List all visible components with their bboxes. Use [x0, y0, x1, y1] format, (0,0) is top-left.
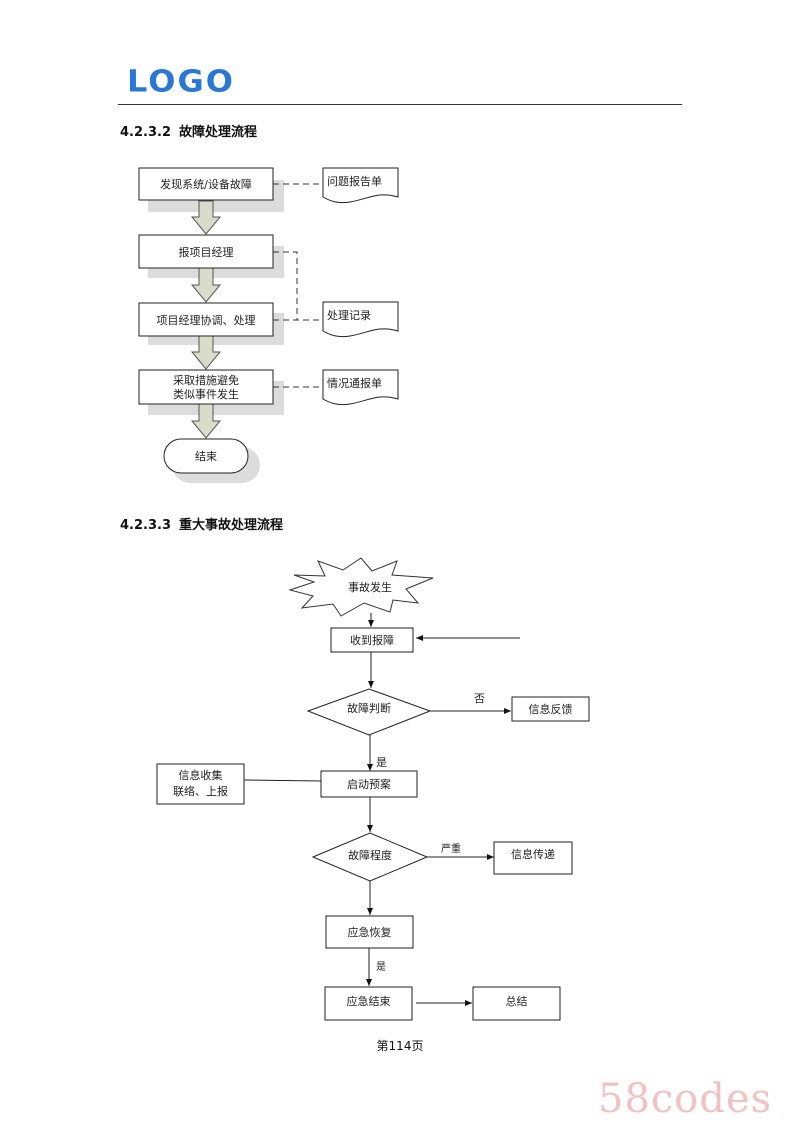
summary-label: 总结: [505, 995, 528, 1008]
section-heading: 重大事故处理流程: [179, 518, 284, 533]
emergency-end-label: 应急结束: [346, 995, 391, 1008]
block-arrow: [190, 200, 222, 235]
block-arrow: [190, 403, 222, 439]
emergency-recovery-label: 应急恢复: [347, 926, 392, 939]
yes-branch-label: 是: [376, 756, 387, 769]
step-line: 类似事件发生: [173, 388, 239, 401]
collect-info-label: 信息收集 联络、上报: [157, 764, 244, 804]
section-number: 4.2.3.2: [120, 125, 171, 140]
collect-line: 信息收集: [178, 769, 223, 782]
yes-branch-label: 是: [376, 962, 386, 973]
step-discover-fault: 发现系统/设备故障: [160, 178, 252, 191]
block-arrow: [190, 267, 222, 303]
watermark: 58codes: [598, 1076, 773, 1122]
start-event-label: 事故发生: [348, 581, 392, 594]
severe-branch-label: 严重: [441, 844, 461, 855]
step-report-pm: 报项目经理: [178, 245, 234, 259]
step-pm-coordinate: 项目经理协调、处理: [156, 313, 256, 327]
header-divider: [118, 104, 682, 105]
document-shapes: [322, 167, 399, 406]
doc-problem-report: 问题报告单: [327, 175, 382, 188]
page-number-text: 第114页: [376, 1039, 424, 1053]
transmit-info-label: 信息传递: [511, 848, 555, 861]
end-terminator-label: 结束: [195, 450, 217, 463]
doc-situation-bulletin: 情况通报单: [327, 377, 382, 390]
decision-fault-judgement: 故障判断: [347, 702, 391, 715]
logo: LOGO: [127, 62, 235, 100]
activate-plan-label: 启动预案: [347, 778, 391, 791]
block-arrow: [190, 335, 222, 370]
section-heading: 故障处理流程: [179, 125, 258, 140]
receive-report-label: 收到报障: [350, 634, 394, 647]
step-prevent-recurrence: 采取措施避免 类似事件发生: [139, 371, 273, 405]
section-title-major-incident: 4.2.3.3 重大事故处理流程: [120, 514, 283, 533]
collect-line: 联络、上报: [173, 785, 228, 798]
doc-handling-record: 处理记录: [327, 309, 371, 322]
decision-fault-severity: 故障程度: [348, 849, 392, 862]
dashed-connectors: [273, 183, 324, 388]
section-number: 4.2.3.3: [120, 518, 171, 533]
step-line: 采取措施避免: [173, 374, 239, 387]
feedback-label: 信息反馈: [528, 703, 573, 716]
section-title-fault-process: 4.2.3.2 故障处理流程: [120, 121, 257, 140]
no-branch-label: 否: [474, 692, 485, 705]
page-number: 第114页: [0, 1037, 800, 1054]
